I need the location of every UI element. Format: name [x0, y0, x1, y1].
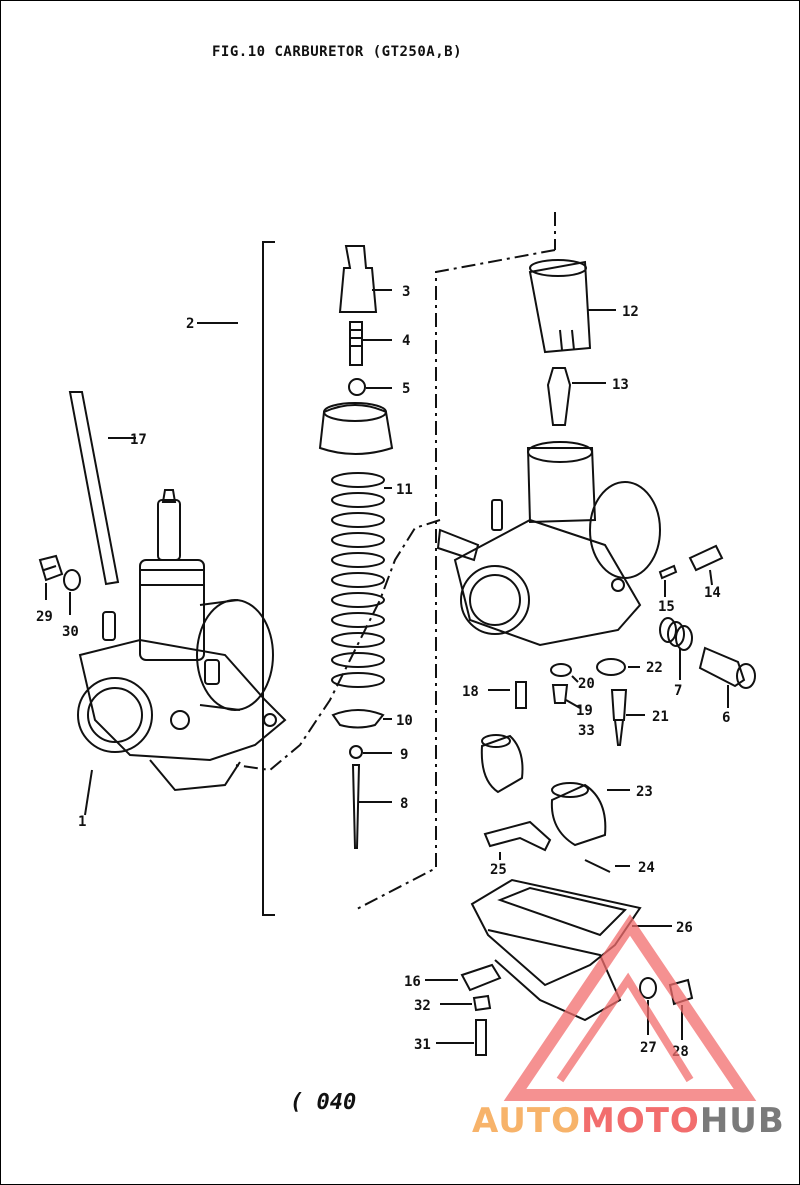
pin-24	[584, 859, 611, 873]
screw-29	[38, 554, 64, 582]
callout-31: 31	[414, 1037, 431, 1053]
watermark-part-auto: AUTO	[472, 1101, 581, 1141]
cap-3	[338, 245, 378, 313]
washer-20	[550, 663, 572, 677]
washer-30	[63, 569, 81, 591]
callout-7: 7	[674, 683, 682, 699]
callout-24: 24	[638, 860, 655, 876]
carburetor-body-right	[436, 441, 661, 647]
callout-20: 20	[578, 676, 595, 692]
plate-16	[460, 963, 502, 992]
callout-26: 26	[676, 920, 693, 936]
callout-18: 18	[462, 684, 479, 700]
callout-32: 32	[414, 998, 431, 1014]
watermark-part-hub: HUB	[699, 1101, 785, 1141]
gasket-22	[596, 658, 626, 676]
figure-title: FIG.10 CARBURETOR (GT250A,B)	[212, 44, 463, 60]
callout-9: 9	[400, 747, 408, 763]
watermark-text: AUTOMOTOHUB	[472, 1101, 785, 1141]
nut-32	[472, 994, 492, 1012]
callout-15: 15	[658, 599, 675, 615]
callout-19: 19	[576, 703, 593, 719]
screw-18	[515, 681, 527, 709]
float-23	[480, 734, 524, 794]
spring-7	[659, 617, 693, 651]
callout-22: 22	[646, 660, 663, 676]
callout-27: 27	[640, 1040, 657, 1056]
needle-8	[351, 764, 361, 849]
callout-4: 4	[402, 333, 410, 349]
fuel-hose	[68, 391, 120, 586]
nut-5	[348, 378, 366, 396]
callout-12: 12	[622, 304, 639, 320]
callout-numbers: 2 3 4 5 11 10 9 8 12 13 17 29 30 14 15 2…	[36, 284, 730, 1060]
assembly-bracket	[262, 241, 275, 916]
page-number: ( 040	[290, 1090, 357, 1115]
clip-9	[349, 745, 363, 759]
callout-13: 13	[612, 377, 629, 393]
arm-25	[483, 820, 552, 852]
callout-11: 11	[396, 482, 413, 498]
spring-11	[331, 472, 385, 688]
callout-14: 14	[704, 585, 721, 601]
screw-31	[475, 1019, 487, 1056]
callout-2: 2	[186, 316, 194, 332]
callout-29: 29	[36, 609, 53, 625]
callout-1: 1	[78, 814, 86, 830]
callout-16: 16	[404, 974, 421, 990]
callout-30: 30	[62, 624, 79, 640]
slide-12	[528, 260, 592, 354]
jet-13	[546, 367, 572, 426]
watermark-logo	[503, 914, 757, 1101]
washer-27	[639, 977, 657, 999]
screw-14	[688, 544, 724, 572]
plate-10	[331, 709, 385, 729]
callout-17: 17	[130, 432, 147, 448]
jet-21	[610, 689, 628, 746]
callout-8: 8	[400, 796, 408, 812]
carburetor-body-left	[77, 489, 287, 816]
pin-15	[658, 564, 678, 580]
callout-25: 25	[490, 862, 507, 878]
valve-19	[551, 684, 569, 704]
callout-5: 5	[402, 381, 410, 397]
watermark-part-moto: MOTO	[580, 1101, 700, 1141]
callout-33: 33	[578, 723, 595, 739]
callout-3: 3	[402, 284, 410, 300]
adjuster-4	[349, 321, 363, 366]
callout-23: 23	[636, 784, 653, 800]
group-boundary	[354, 212, 556, 911]
callout-10: 10	[396, 713, 413, 729]
callout-6: 6	[722, 710, 730, 726]
callout-21: 21	[652, 709, 669, 725]
top-cap	[318, 404, 394, 455]
connector-line	[234, 519, 441, 772]
